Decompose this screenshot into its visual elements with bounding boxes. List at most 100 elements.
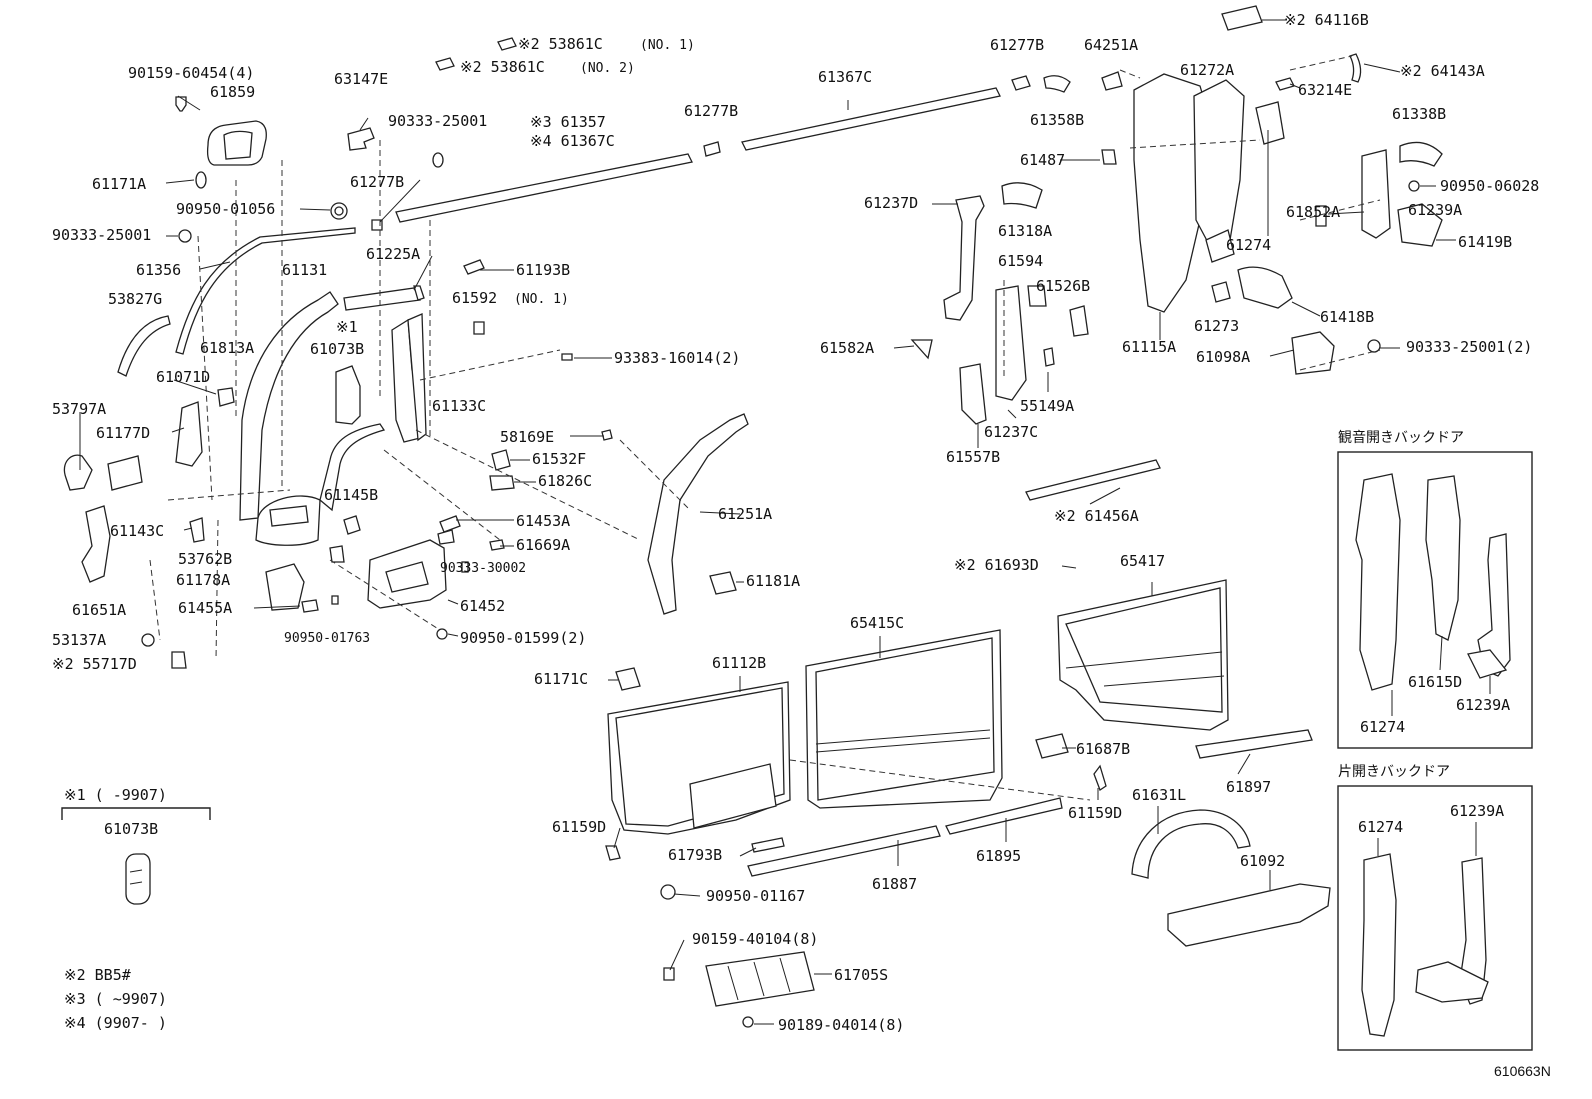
left-group-parts [63,96,356,669]
label-61251A: 61251A [718,505,772,523]
label-61115A: 61115A [1122,338,1176,356]
label-61897: 61897 [1226,778,1271,796]
label-61159D-b: 61159D [1068,804,1122,822]
label-61357: ※3 61357 [530,113,606,131]
side-panel-61112B [607,667,791,835]
label-90950-01167: 90950-01167 [706,887,805,905]
label-61455A: 61455A [178,599,232,617]
side-panel-65417 [1057,579,1229,731]
footnote-2: ※2 BB5# [64,966,131,984]
label-61178A: 61178A [176,571,230,589]
label-61356: 61356 [136,261,181,279]
label-63214E: 63214E [1298,81,1352,99]
label-61687B: 61687B [1076,740,1130,758]
label-61669A: 61669A [516,536,570,554]
footnote-4: ※4 (9907- ) [64,1014,167,1032]
label-90950-01056: 90950-01056 [176,200,275,218]
label-53137A: 53137A [52,631,106,649]
label-61651A: 61651A [72,601,126,619]
right-top-clips [1221,5,1443,247]
inset-double-61239A: 61239A [1456,696,1510,714]
label-61592: 61592 [452,289,497,307]
inset-double-title: 観音開きバックドア [1338,429,1464,446]
label-61526B: 61526B [1036,277,1090,295]
label-61452: 61452 [460,597,505,615]
middle-small-clips [435,37,613,551]
label-61367C-b: 61367C [818,68,872,86]
label-61338B: 61338B [1392,105,1446,123]
front-pillar-61131 [239,285,425,546]
label-61895: 61895 [976,847,1021,865]
label-53861C-1-note: (NO. 1) [640,38,695,53]
label-61532F: 61532F [532,450,586,468]
label-61277B-a: 61277B [350,173,404,191]
label-61143C: 61143C [110,522,164,540]
inset-single-61274: 61274 [1358,818,1403,836]
label-61159D-a: 61159D [552,818,606,836]
label-61358B: 61358B [1030,111,1084,129]
label-61171A: 61171A [92,175,146,193]
label-61237D: 61237D [864,194,918,212]
label-61273: 61273 [1194,317,1239,335]
label-64143A: ※2 64143A [1400,62,1485,80]
label-61131: 61131 [282,261,327,279]
door-panel-61452 [367,529,469,640]
label-61177D: 61177D [96,424,150,442]
label-53827G: 53827G [108,290,162,308]
label-61133C: 61133C [432,397,486,415]
label-61419B: 61419B [1458,233,1512,251]
inset-single-title: 片開きバックドア [1338,764,1450,780]
label-90333-25001-c: 90333-25001(2) [1406,338,1532,356]
center-pillar-parts [265,313,427,613]
label-61582A: 61582A [820,339,874,357]
label-90189-04014: 90189-04014(8) [778,1016,904,1034]
label-61367C-a: ※4 61367C [530,132,615,150]
lower-side-parts [605,729,1331,1028]
part-61251A [647,413,749,615]
label-61318A: 61318A [998,222,1052,240]
inset-single-back-door: 片開きバックドア 61274 61239A [1337,764,1533,1051]
label-90159-60454: 90159-60454(4) [128,64,254,82]
top-strips [395,71,1123,223]
label-note1: ※1 [336,318,358,336]
label-53861C-2: ※2 53861C [460,58,545,76]
rear-quarter-inner [1133,73,1381,375]
label-61693D: ※2 61693D [954,556,1039,574]
label-65417: 65417 [1120,552,1165,570]
label-61456A: ※2 61456A [1054,507,1139,525]
label-53762B: 53762B [178,550,232,568]
legend-note1-text: ※1 ( -9907) [64,786,167,804]
rear-pillar-parts [910,182,1089,425]
label-61073B: 61073B [310,340,364,358]
label-65415C: 65415C [850,614,904,632]
label-64116B: ※2 64116B [1284,11,1369,29]
label-61705S: 61705S [834,966,888,984]
inset-double-back-door: 観音開きバックドア 61615D 61274 61239A [1337,429,1533,749]
label-61813A: 61813A [200,339,254,357]
label-90159-40104: 90159-40104(8) [692,930,818,948]
inset-double-61274: 61274 [1360,718,1405,736]
label-55717D: ※2 55717D [52,655,137,673]
label-61826C: 61826C [538,472,592,490]
label-64251A: 64251A [1084,36,1138,54]
label-61193B: 61193B [516,261,570,279]
label-90950-06028: 90950-06028 [1440,177,1539,195]
label-58169E: 58169E [500,428,554,446]
label-53797A: 53797A [52,400,106,418]
label-61277B-c: 61277B [990,36,1044,54]
label-61487: 61487 [1020,151,1065,169]
part-61181A [709,571,737,595]
label-61453A: 61453A [516,512,570,530]
label-63147E: 63147E [334,70,388,88]
label-93383-16014: 93383-16014(2) [614,349,740,367]
inset-double-61615D: 61615D [1408,673,1462,691]
label-55149A: 55149A [1020,397,1074,415]
label-61112B: 61112B [712,654,766,672]
label-61277B-b: 61277B [684,102,738,120]
label-61592-note: (NO. 1) [514,292,569,307]
label-90333-30002: 90333-30002 [440,561,526,576]
label-61274: 61274 [1226,236,1271,254]
label-90950-01763: 90950-01763 [284,631,370,646]
label-53861C-2-note: (NO. 2) [580,61,635,76]
